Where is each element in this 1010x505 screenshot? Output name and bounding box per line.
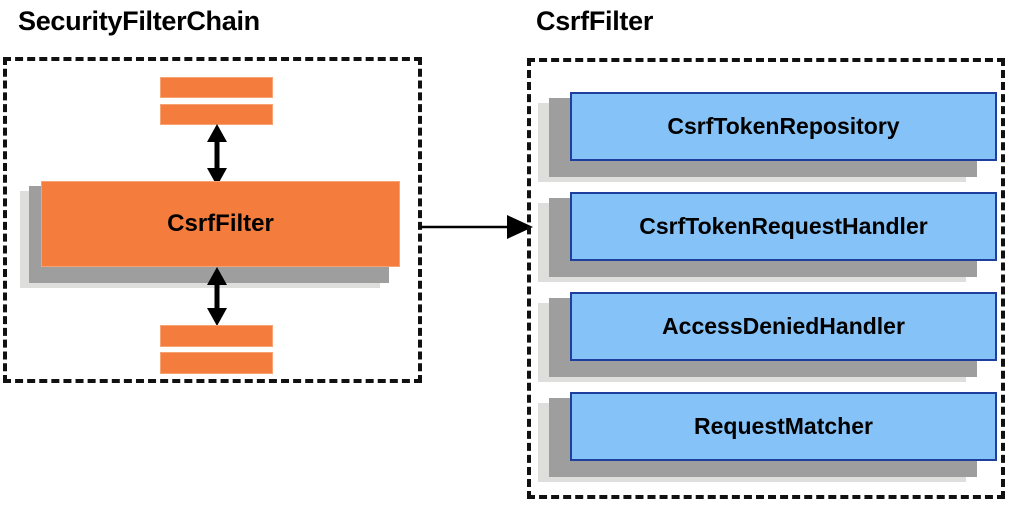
security-filter-chain-title: SecurityFilterChain — [18, 6, 260, 36]
collaborator-card-label: CsrfTokenRequestHandler — [570, 192, 997, 261]
upper-chain-link-double-arrow — [207, 124, 227, 186]
collaborator-card-label: CsrfTokenRepository — [570, 92, 997, 161]
collaborator-card-label: RequestMatcher — [570, 392, 997, 461]
lower-chain-link-double-arrow — [207, 267, 227, 326]
csrf-filter-title: CsrfFilter — [536, 6, 654, 36]
filter-bar-below-1 — [160, 325, 273, 347]
chain-to-detail-arrow — [421, 215, 533, 239]
collaborator-card-label: AccessDeniedHandler — [570, 292, 997, 361]
collaborator-card-access-denied-handler[interactable]: AccessDeniedHandler — [538, 292, 997, 382]
filter-bar-above-2 — [160, 104, 273, 125]
filter-bar-below-2 — [160, 352, 273, 374]
csrf-filter-panel — [527, 58, 1005, 499]
collaborator-card-request-matcher[interactable]: RequestMatcher — [538, 392, 997, 482]
csrf-filter-card-label: CsrfFilter — [41, 181, 400, 267]
collaborator-card-csrf-token-request-handler[interactable]: CsrfTokenRequestHandler — [538, 192, 997, 282]
filter-bar-above-1 — [160, 77, 273, 98]
security-filter-chain-panel — [3, 57, 422, 383]
csrf-filter-component-card[interactable]: CsrfFilter — [20, 181, 400, 288]
collaborator-card-csrf-token-repository[interactable]: CsrfTokenRepository — [538, 92, 997, 182]
